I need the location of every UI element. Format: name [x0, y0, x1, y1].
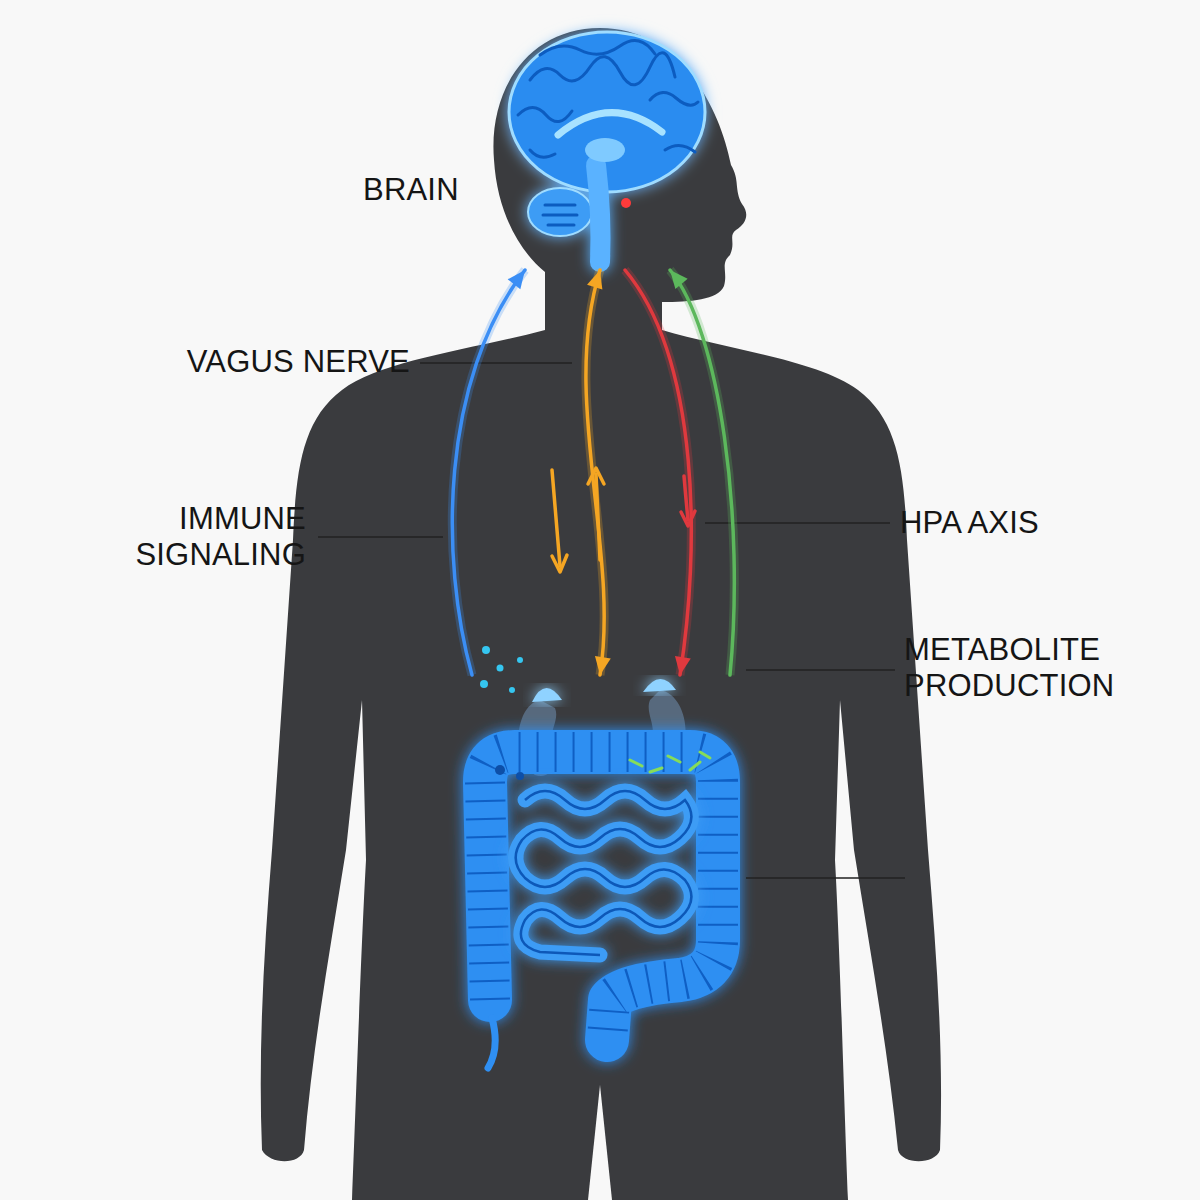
gut-illustration — [485, 752, 718, 1040]
particle — [480, 680, 488, 688]
bacterium — [650, 768, 662, 772]
leader-line — [746, 877, 905, 879]
hypothalamus — [621, 198, 631, 208]
appendix — [488, 1018, 495, 1068]
cerebrum — [509, 32, 705, 192]
brain-fold — [665, 145, 695, 152]
particle — [482, 646, 490, 654]
particle — [509, 687, 515, 693]
brain-illustration — [509, 32, 705, 262]
brain-folds — [518, 41, 698, 225]
brain-fold — [543, 205, 577, 225]
large-intestine — [485, 752, 718, 1040]
particle — [516, 772, 524, 780]
node-label: BRAIN — [363, 172, 459, 208]
leg-gap — [588, 1085, 612, 1200]
brainstem — [596, 165, 601, 262]
edge-label: METABOLITE PRODUCTION — [904, 632, 1144, 703]
small-intestine-loop — [516, 791, 692, 955]
direction-arrow — [552, 470, 560, 566]
direction-arrows — [552, 468, 695, 572]
bacterium — [668, 756, 680, 762]
arrowhead — [675, 656, 691, 675]
adrenal-gland — [643, 679, 676, 692]
leader-lines — [318, 363, 905, 878]
direction-arrow-head — [552, 555, 567, 572]
connector-glow — [625, 270, 691, 675]
small-intestine-line — [516, 791, 692, 955]
connector-glow — [670, 270, 734, 675]
connector — [670, 270, 734, 675]
connector — [452, 270, 525, 675]
particle — [495, 765, 505, 775]
immune-particles — [480, 646, 524, 780]
edge-label: HPA AXIS — [900, 505, 1120, 541]
leader-line — [420, 362, 572, 364]
adrenal-gland — [532, 688, 562, 702]
arrowhead — [595, 656, 611, 675]
small-intestine — [516, 791, 692, 955]
particle — [517, 657, 523, 663]
connector-glow — [586, 270, 604, 675]
gut-node: GUT — [445, 675, 1005, 1200]
leader-line — [318, 536, 443, 538]
particle — [497, 665, 504, 672]
connector-glow — [452, 270, 525, 675]
arrowhead — [670, 270, 688, 289]
corpus-callosum — [558, 113, 662, 135]
arrowhead — [508, 270, 525, 289]
brain-fold — [540, 41, 655, 55]
leader-line — [746, 669, 895, 671]
edge-label: IMMUNE SIGNALING — [106, 501, 306, 572]
bacterium — [630, 760, 642, 766]
body-silhouette — [261, 28, 941, 1200]
bacteria — [630, 752, 710, 772]
connector — [625, 270, 691, 675]
connector — [586, 270, 604, 675]
bacterium — [690, 762, 700, 770]
arrowhead — [587, 270, 602, 290]
thalamus — [585, 138, 625, 162]
brain-node: BRAIN — [355, 5, 730, 270]
brain-fold — [530, 150, 555, 157]
brain-fold — [530, 53, 675, 85]
small-intestine-lines — [516, 791, 692, 955]
brain-fold — [650, 92, 698, 105]
brain-fold — [518, 108, 572, 122]
bacterium — [700, 752, 710, 758]
large-intestine-folds — [485, 752, 718, 1040]
cerebellum — [528, 188, 592, 236]
edge-label: VAGUS NERVE — [150, 344, 410, 380]
